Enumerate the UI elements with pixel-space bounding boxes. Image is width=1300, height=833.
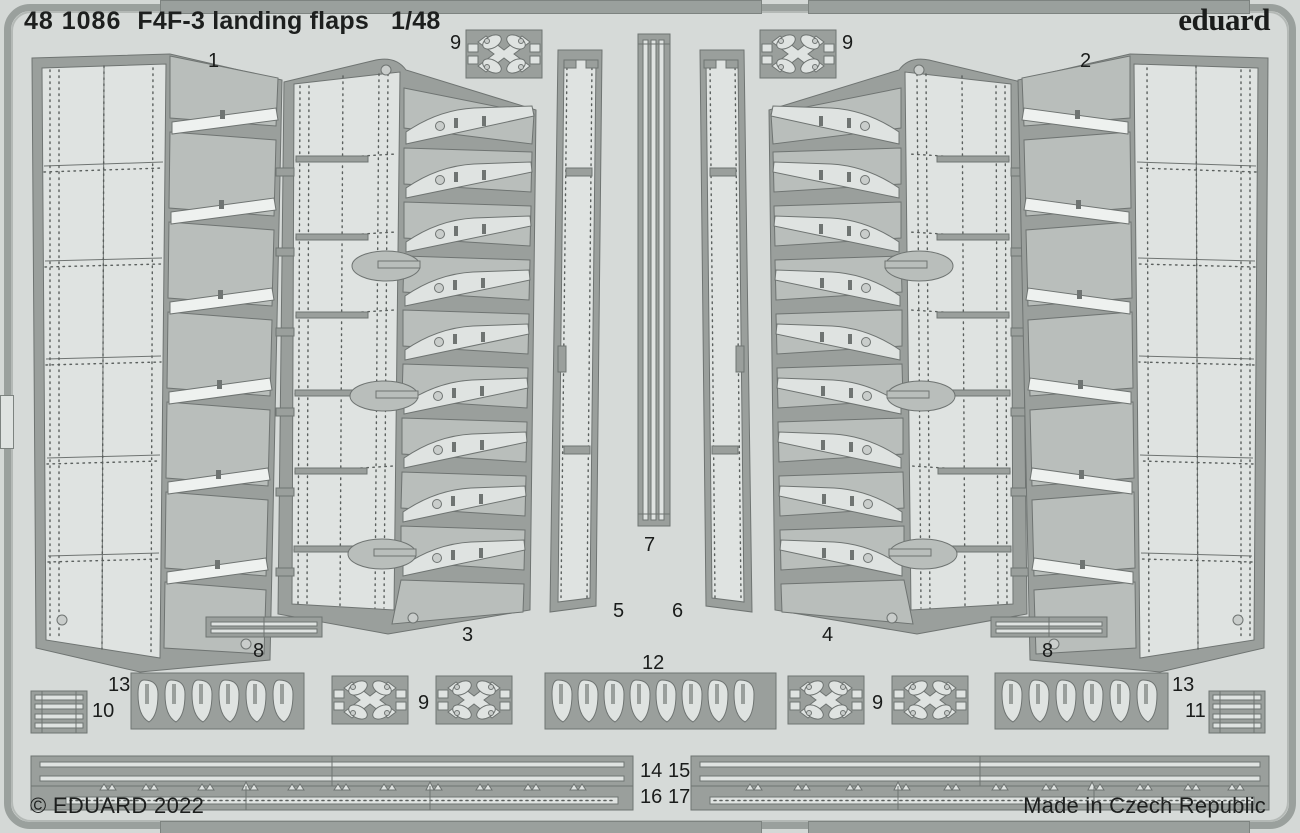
part-12-centre-teardrops [544,672,777,730]
part-number-5: 5 [613,600,625,622]
part-8-hinge-strip-left [205,616,323,638]
part-9-linkage-top-right [758,28,838,80]
catalog-number: 48 1086 [24,6,122,35]
part-10-grille-bars [30,690,88,734]
part-2-right-outer-flap-skin [990,48,1280,673]
copyright-text: © EDUARD 2022 [30,793,205,818]
part-number-3: 3 [462,624,474,646]
part-number-13-left: 13 [108,674,131,696]
sprue-tab-bottom-1 [160,821,762,833]
part-5-left-inner-skin [540,46,610,616]
part-9-linkage-top-left [464,28,544,80]
part-16-riveted-hinge-line [30,780,634,812]
part-11-grille-bars [1208,690,1266,734]
eduard-logo: eduard [1178,2,1270,37]
page-title: F4F-3 landing flaps [137,6,369,35]
part-9-linkage-bottom-left-b [434,674,514,726]
part-number-9-b: 9 [842,32,854,54]
part-number-13-right: 13 [1172,674,1195,696]
made-in-text: Made in Czech Republic [1023,793,1266,818]
part-13-teardrops-right [994,672,1169,730]
part-9-linkage-bottom-right-a [786,674,866,726]
part-number-9-d: 9 [872,692,884,714]
sprue-tab-left-mid [0,395,14,449]
part-17-riveted-hinge-line [690,780,1270,812]
part-6-right-inner-skin [692,46,762,616]
part-number-9-a: 9 [450,32,462,54]
part-3-left-rib-assembly [268,48,543,648]
part-number-14: 14 [640,760,663,782]
part-7-actuator-rods [636,30,672,530]
part-number-10: 10 [92,700,115,722]
part-number-8-right: 8 [1042,640,1054,662]
sprue-tab-top-2 [808,0,1250,14]
part-9-linkage-bottom-right-b [890,674,970,726]
sprue-tab-top-1 [160,0,762,14]
part-number-12: 12 [642,652,665,674]
part-number-15: 15 [668,760,691,782]
part-number-17: 17 [668,786,691,808]
part-number-16: 16 [640,786,663,808]
part-number-6: 6 [672,600,684,622]
part-number-9-c: 9 [418,692,430,714]
part-number-2: 2 [1080,50,1092,72]
part-13-teardrops-left [130,672,305,730]
part-14-trim-strips [30,755,634,789]
header: 48 1086 F4F-3 landing flaps 1/48 [24,4,440,38]
scale-label: 1/48 [390,6,441,35]
part-number-7: 7 [644,534,656,556]
part-number-8-left: 8 [253,640,265,662]
part-15-trim-strips [690,755,1270,789]
part-9-linkage-bottom-left-a [330,674,410,726]
part-8-hinge-strip-right [990,616,1108,638]
part-4-right-rib-assembly [762,48,1037,648]
part-number-1: 1 [208,50,220,72]
part-1-left-outer-flap-skin [20,48,310,673]
part-number-4: 4 [822,624,834,646]
sprue-tab-bottom-2 [808,821,1250,833]
part-number-11: 11 [1185,700,1206,722]
